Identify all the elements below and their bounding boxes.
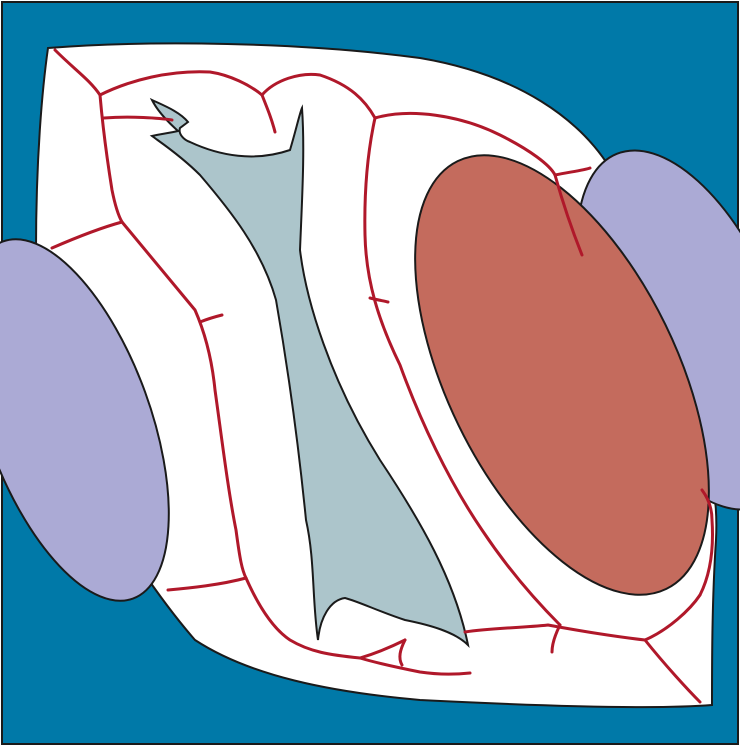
diagram-svg: [0, 0, 740, 746]
diagram-canvas: [0, 0, 740, 746]
